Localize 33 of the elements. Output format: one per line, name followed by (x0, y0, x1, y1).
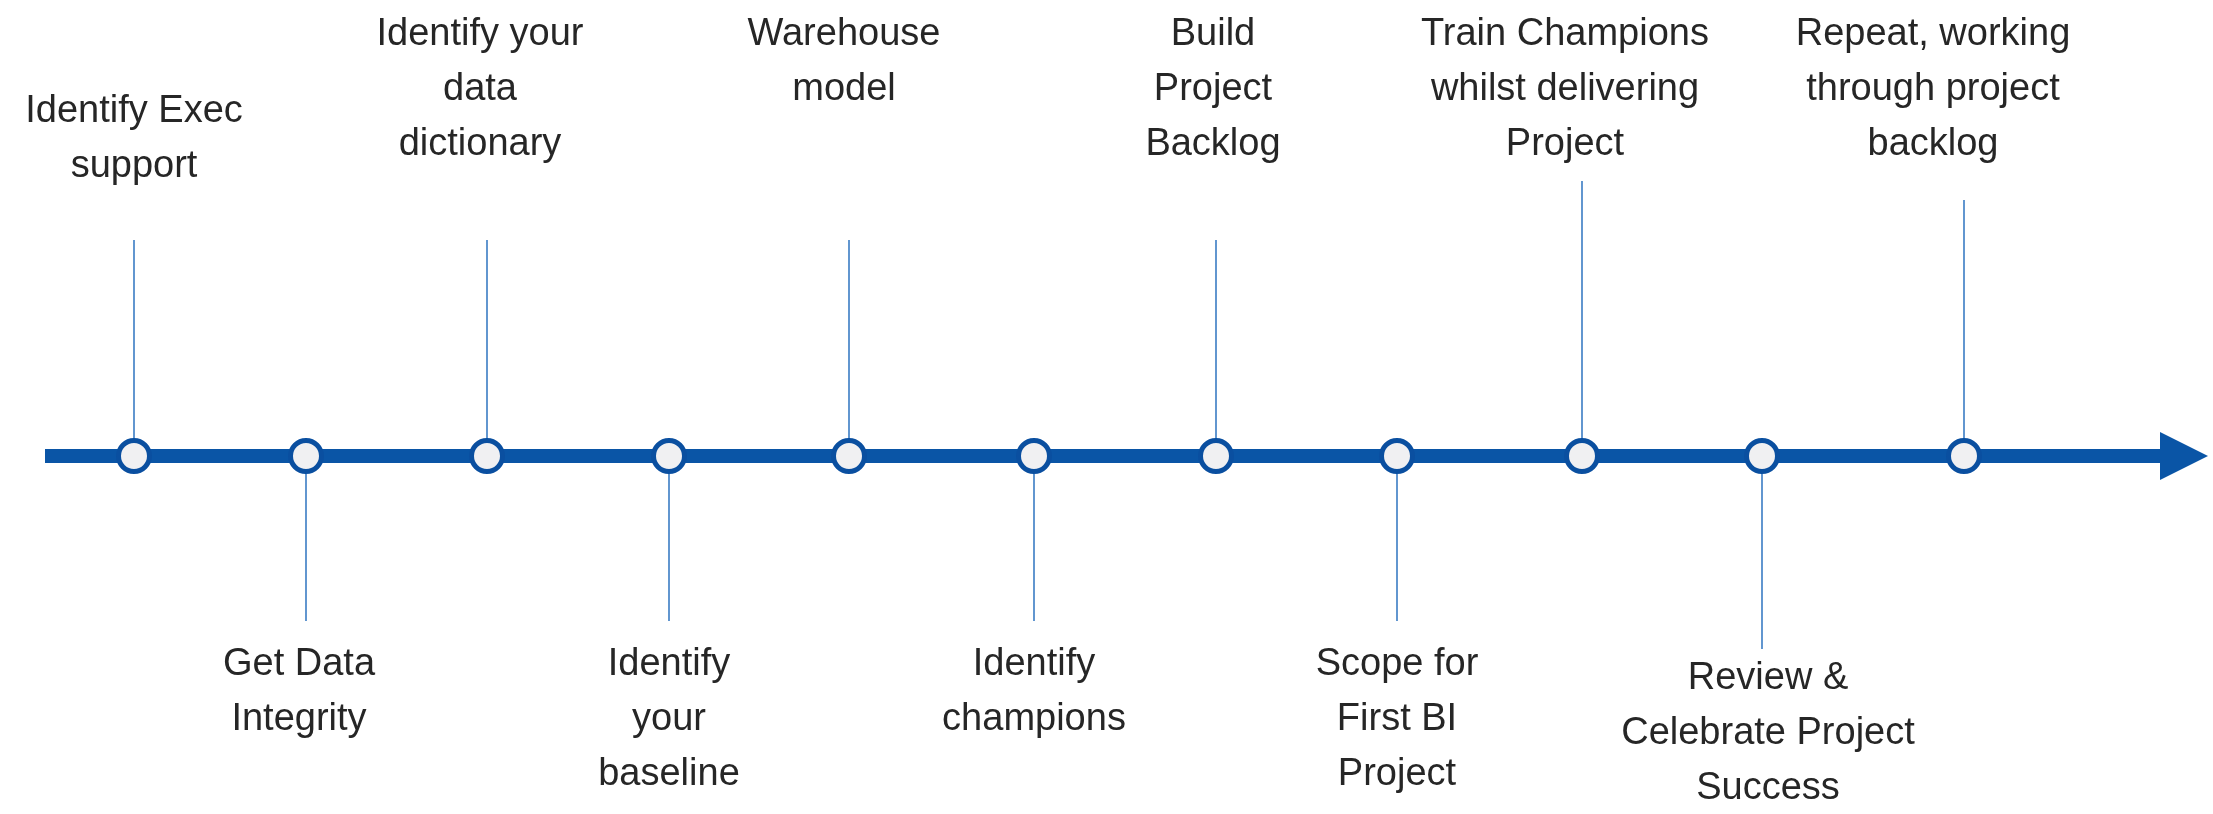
milestone-label: Repeat, working through project backlog (1794, 10, 2072, 165)
milestone-circle (831, 438, 867, 474)
milestone-label: Warehouse model (746, 10, 942, 110)
milestone-label: Get Data Integrity (221, 640, 377, 740)
leader-line (848, 239, 850, 439)
milestone-circle (288, 438, 324, 474)
milestone-circle (1564, 438, 1600, 474)
leader-line (486, 239, 488, 439)
leader-line (1963, 199, 1965, 439)
milestone-label: Scope for First BI Project (1314, 640, 1480, 795)
leader-line (1033, 473, 1035, 622)
leader-line (305, 473, 307, 622)
milestone-label: Build Project Backlog (1144, 10, 1282, 165)
leader-line (1215, 239, 1217, 439)
leader-line (668, 473, 670, 622)
milestone-circle (651, 438, 687, 474)
milestone-circle (1946, 438, 1982, 474)
milestone-label: Identify champions (941, 640, 1127, 740)
milestone-circle (116, 438, 152, 474)
leader-line (1396, 473, 1398, 622)
leader-line (1761, 473, 1763, 650)
milestone-label: Identify your baseline (597, 640, 741, 795)
milestone-circle (1379, 438, 1415, 474)
milestone-circle (1198, 438, 1234, 474)
milestone-label: Review & Celebrate Project Success (1620, 654, 1916, 809)
milestone-circle (469, 438, 505, 474)
milestone-label: Train Champions whilst delivering Project (1420, 10, 1710, 165)
milestone-label: Identify your data dictionary (375, 10, 585, 165)
leader-line (1581, 180, 1583, 439)
milestone-circle (1744, 438, 1780, 474)
milestone-label: Identify Exec support (24, 87, 244, 187)
milestone-circle (1016, 438, 1052, 474)
leader-line (133, 239, 135, 439)
